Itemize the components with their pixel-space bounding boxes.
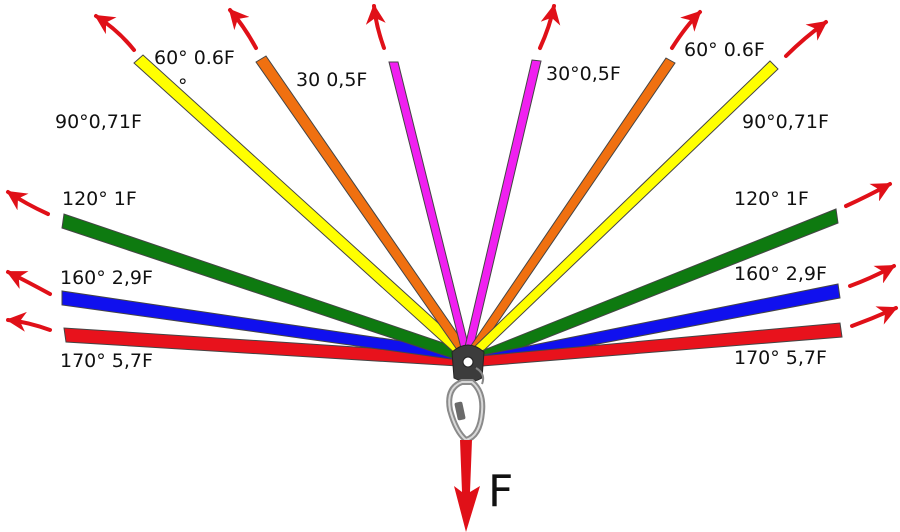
label-left-170: 170° 5,7F [60,350,153,372]
force-arrow-icon [454,440,480,532]
arrow-left-170 [6,311,52,332]
arrow-right-160 [848,264,896,288]
label-right-90: 90°0,71F [742,111,829,133]
label-left-60: 60° 0.6F [154,47,235,69]
arrow-left-120 [6,190,50,216]
arrow-right-60 [670,10,702,50]
label-left-90: 90°0,71F [55,111,142,133]
label-right-170: 170° 5,7F [734,347,827,369]
left-slings [61,54,471,367]
label-right-30: 30°0,5F [546,63,621,85]
label-left-60-degree-mark: ° [178,75,188,97]
arrow-left-90 [94,14,136,52]
arrow-right-30 [538,4,561,50]
arrow-right-90 [784,20,828,58]
label-right-120: 120° 1F [734,188,809,210]
force-arrows [6,4,898,332]
carabiner-icon [446,379,486,444]
label-load-force: F [488,466,513,517]
label-right-160: 160° 2,9F [734,263,827,285]
arrow-right-120 [844,182,892,208]
right-slings [463,57,843,367]
label-left-30: 30 0,5F [296,69,367,91]
arrow-left-160 [6,270,52,296]
arrow-right-170 [850,306,898,328]
arrow-left-30 [365,4,386,50]
anchor-plate-icon [451,344,485,385]
arrow-left-60 [228,8,258,50]
label-left-160: 160° 2,9F [60,267,153,289]
label-right-60: 60° 0.6F [684,39,765,61]
label-left-120: 120° 1F [62,188,137,210]
left-sling-60-orange [255,55,471,355]
angle-labels: 170° 5,7F 160° 2,9F 120° 1F 90°0,71F 60°… [55,39,829,517]
